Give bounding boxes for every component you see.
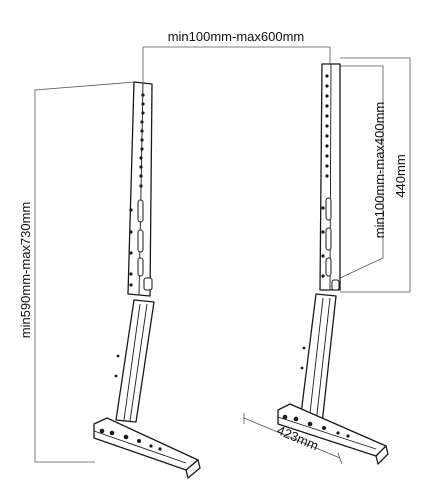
dimension-lines <box>34 46 411 465</box>
right-stand-leg <box>277 63 389 465</box>
left-base-foot-end <box>185 459 201 479</box>
overall-height-line <box>34 81 136 463</box>
base-depth-tick-b <box>337 452 343 465</box>
right-bracket-holes <box>321 74 329 278</box>
vertical-spacing-label: min100mm-max400mm <box>372 102 387 239</box>
horizontal-spacing-label: min100mm-max600mm <box>168 29 305 44</box>
right-base-foot-end <box>375 445 389 465</box>
left-stand-leg <box>93 81 201 479</box>
left-column <box>115 299 155 423</box>
base-depth-line <box>243 417 341 459</box>
right-upright-bracket <box>319 63 341 291</box>
overall-height-label: min590mm-max730mm <box>18 202 33 339</box>
bracket-height-line <box>340 57 411 293</box>
horizontal-spacing-line <box>142 46 331 82</box>
left-upright-bracket <box>127 81 153 297</box>
bracket-height-label: 440mm <box>393 154 408 197</box>
vertical-spacing-line <box>339 65 384 279</box>
left-bracket-holes <box>129 93 145 287</box>
